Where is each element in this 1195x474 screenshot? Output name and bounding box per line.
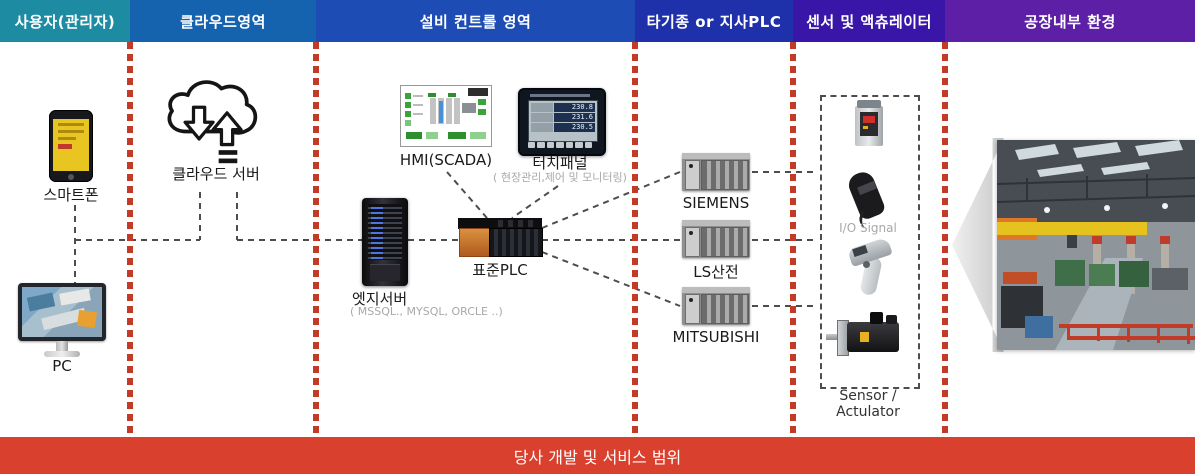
footer-scope-bar: 당사 개발 및 서비스 범위 — [0, 437, 1195, 474]
cloud-server-label: 클라우드 서버 — [172, 165, 260, 183]
header-band: 사용자(관리자) 클라우드영역 설비 컨트롤 영역 타기종 or 지사PLC 센… — [0, 0, 1195, 42]
smartphone-icon — [49, 110, 93, 182]
header-section-cloud: 클라우드영역 — [130, 0, 316, 42]
divider-red-dashed — [942, 42, 948, 437]
header-section-user: 사용자(관리자) — [0, 0, 130, 42]
io-signal-label: I/O Signal — [839, 221, 897, 235]
touch-panel-label: 터치패널 — [532, 154, 588, 172]
photo-sensor-icon — [855, 100, 883, 150]
plc-rack-image-siemens — [682, 153, 750, 191]
ls-label: LS산전 — [693, 263, 739, 281]
divider-red-dashed — [313, 42, 319, 437]
plc-rack-image-mitsubishi — [682, 287, 750, 325]
pc-label: PC — [52, 357, 72, 375]
proximity-sensor-icon — [845, 168, 889, 230]
sensor-actuator-caption: Sensor / Actulator — [836, 388, 900, 420]
divider-red-dashed — [790, 42, 796, 437]
edge-server-label: 엣지서버 — [352, 290, 408, 308]
touch-reading: 230.5 — [554, 123, 595, 132]
standard-plc-image — [458, 218, 543, 257]
touch-reading: 230.8 — [554, 103, 595, 112]
siemens-label: SIEMENS — [682, 194, 750, 212]
header-section-control: 설비 컨트롤 영역 — [316, 0, 635, 42]
pc-monitor-icon — [18, 283, 106, 361]
barcode-scanner-icon — [843, 236, 897, 303]
cloud-server-icon — [167, 80, 258, 164]
standard-plc-label: 표준PLC — [472, 261, 528, 279]
hmi-label: HMI(SCADA) — [399, 151, 493, 169]
hmi-scada-image — [400, 85, 492, 147]
factory-photo — [997, 140, 1195, 350]
header-section-sensor: 센서 및 액츄레이터 — [793, 0, 945, 42]
divider-red-dashed — [127, 42, 133, 437]
mitsubishi-label: MITSUBISHI — [672, 328, 760, 346]
edge-server-image — [362, 198, 408, 286]
touch-panel-sublabel: ( 현장관리,제어 및 모니터링) — [493, 171, 627, 184]
smartphone-label: 스마트폰 — [43, 186, 99, 204]
header-section-branch-plc: 타기종 or 지사PLC — [635, 0, 793, 42]
plc-rack-image-ls — [682, 220, 750, 258]
sensor-group-box — [820, 95, 920, 389]
servo-motor-icon — [826, 310, 906, 360]
divider-red-dashed — [632, 42, 638, 437]
touch-reading: 231.6 — [554, 113, 595, 122]
header-section-factory: 공장내부 환경 — [945, 0, 1195, 42]
touch-panel-image: 230.8 231.6 230.5 — [518, 88, 606, 156]
edge-server-sublabel: ( MSSQL., MYSQL, ORCLE ..) — [350, 305, 503, 318]
